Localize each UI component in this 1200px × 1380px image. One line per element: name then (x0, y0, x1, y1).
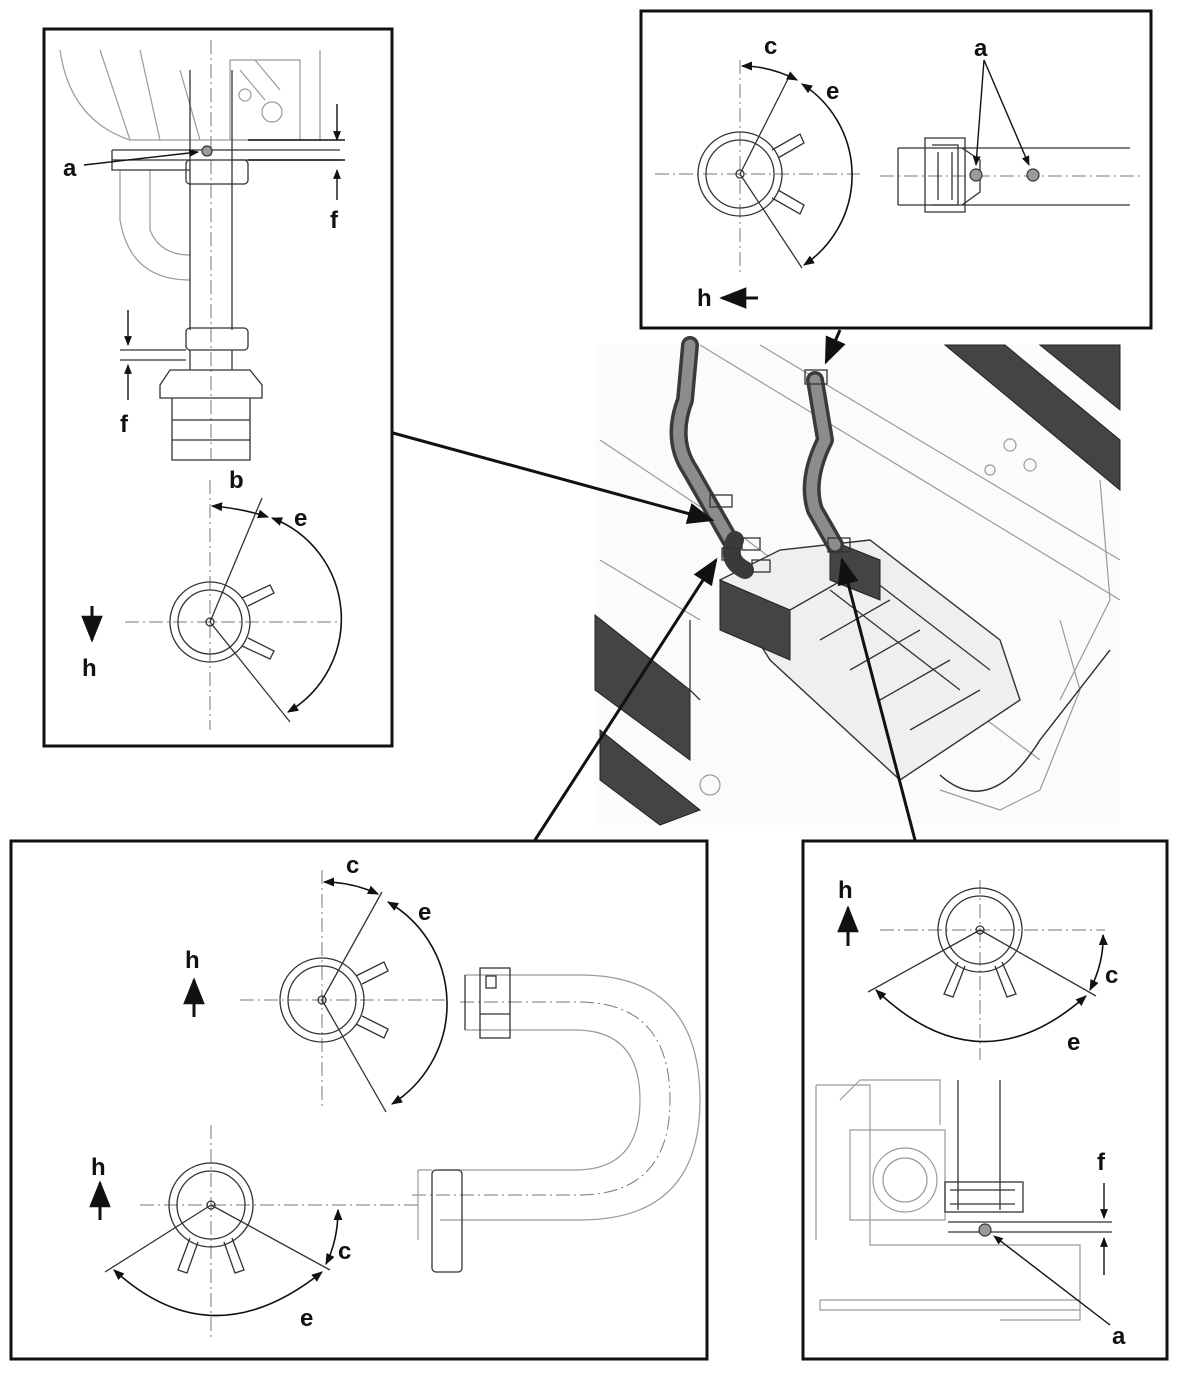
label-e: e (826, 78, 839, 105)
label-e: e (294, 505, 307, 532)
paint-mark-icon (201, 145, 213, 157)
label-f: f (1097, 1149, 1106, 1176)
label-h: h (91, 1154, 106, 1181)
center-assembly-view (594, 336, 1121, 826)
paint-mark-icon (978, 1223, 992, 1237)
label-e: e (418, 899, 431, 926)
label-c: c (764, 33, 777, 60)
label-e: e (300, 1305, 313, 1332)
label-f-top: f (330, 207, 339, 234)
label-h: h (838, 877, 853, 904)
detail-panel-top-right: c e h a (639, 9, 1153, 330)
callout-leaders (392, 329, 917, 841)
label-b: b (229, 467, 244, 494)
label-c: c (346, 852, 359, 879)
label-h: h (82, 655, 97, 682)
detail-panel-bottom-right: c e h a f (801, 839, 1169, 1361)
detail-panel-top-left: a f f b e h (42, 27, 394, 748)
detail-panel-bottom-left: c e h c e h (9, 839, 709, 1361)
paint-mark-icon (1026, 168, 1040, 182)
label-f-bottom: f (120, 411, 129, 438)
label-c: c (1105, 962, 1118, 989)
paint-mark-icon (969, 168, 983, 182)
label-e: e (1067, 1029, 1080, 1056)
label-a: a (974, 35, 988, 62)
label-a: a (1112, 1323, 1126, 1350)
label-c: c (338, 1238, 351, 1265)
label-h: h (697, 285, 712, 312)
label-h: h (185, 947, 200, 974)
label-a: a (63, 155, 77, 182)
